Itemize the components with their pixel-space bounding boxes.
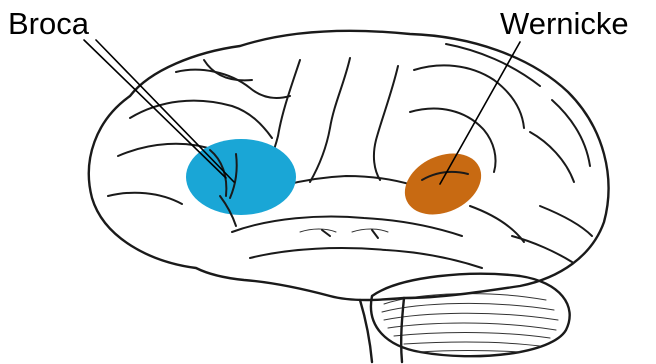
wernicke-area xyxy=(395,142,491,227)
broca-label: Broca xyxy=(8,6,90,41)
wernicke-label: Wernicke xyxy=(500,6,629,41)
cerebrum xyxy=(89,31,609,300)
brain-stem xyxy=(360,298,404,362)
wernicke-pointer-line xyxy=(440,42,520,184)
